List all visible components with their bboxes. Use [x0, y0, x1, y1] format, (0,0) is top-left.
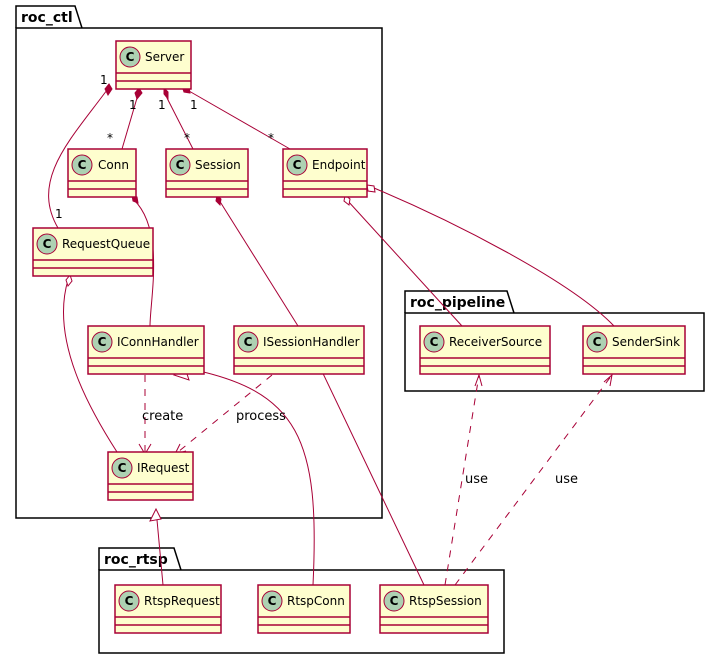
composition-diamond-icon — [134, 87, 143, 101]
class-icon — [119, 46, 141, 68]
class-icon-letter: C — [118, 461, 127, 475]
relation-endpoint-sendersink — [373, 187, 615, 327]
class-iconnhandler[interactable]: C IConnHandler — [87, 325, 205, 375]
class-name: Session — [195, 158, 241, 172]
class-icon — [423, 331, 445, 353]
class-name: Conn — [98, 158, 129, 172]
multiplicity-label: * — [184, 131, 190, 145]
class-icon — [286, 154, 308, 176]
class-server[interactable]: C Server — [115, 40, 192, 90]
relation-server-session — [166, 97, 194, 150]
class-session[interactable]: C Session — [165, 148, 249, 198]
class-icon-letter: C — [98, 335, 107, 349]
relation-rtspsession-sendersink — [454, 374, 613, 586]
multiplicity-label: 1 — [158, 98, 166, 112]
class-name: IRequest — [137, 461, 190, 475]
dependency-arrow-icon — [603, 373, 613, 387]
class-requestqueue[interactable]: C RequestQueue — [32, 227, 154, 277]
multiplicity-label: 1 — [55, 207, 63, 221]
multiplicity-label: 1 — [129, 98, 137, 112]
class-rtspsession[interactable]: C RtspSession — [379, 584, 489, 634]
relation-server-requestqueue — [48, 89, 108, 229]
class-rtspconn[interactable]: C RtspConn — [257, 584, 351, 634]
class-name: RequestQueue — [62, 237, 150, 251]
class-icon-letter: C — [78, 158, 87, 172]
class-icon-letter: C — [430, 335, 439, 349]
dependency-arrow-icon — [474, 373, 483, 387]
relation-endpoint-receiversource — [346, 199, 463, 327]
class-icon-letter: C — [390, 594, 399, 608]
relation-labels: create process use use — [142, 409, 578, 487]
class-icon — [36, 233, 58, 255]
multiplicity-label: * — [268, 131, 274, 145]
relation-label-create: create — [142, 409, 183, 424]
class-irequest[interactable]: C IRequest — [107, 451, 194, 501]
class-icon — [169, 154, 191, 176]
class-icon — [237, 331, 259, 353]
class-icon-letter: C — [293, 158, 302, 172]
inheritance-triangle-icon — [149, 507, 162, 522]
package-roc-pipeline-label: roc_pipeline — [410, 295, 505, 311]
class-conn[interactable]: C Conn — [67, 148, 137, 198]
composition-diamond-icon — [104, 83, 113, 96]
relation-label-use: use — [465, 472, 488, 487]
aggregation-diamond-icon — [366, 184, 376, 193]
multiplicity-labels: 1 1 1 * 1 * 1 * — [55, 73, 274, 221]
class-icon — [71, 154, 93, 176]
package-roc-rtsp-label: roc_rtsp — [104, 552, 168, 568]
class-name: ISessionHandler — [263, 335, 360, 349]
class-icon-letter: C — [244, 335, 253, 349]
multiplicity-label: * — [107, 131, 113, 145]
class-icon-letter: C — [126, 50, 135, 64]
class-icon — [91, 331, 113, 353]
relation-server-endpoint — [188, 90, 291, 150]
relation-rtspsession-isessionhandler — [317, 362, 425, 586]
relation-rtsprequest-irequest — [155, 508, 164, 586]
class-name: Server — [145, 50, 184, 64]
class-isessionhandler[interactable]: C ISessionHandler — [233, 325, 365, 375]
class-rtsprequest[interactable]: C RtspRequest — [114, 584, 222, 634]
class-sendersink[interactable]: C SenderSink — [582, 325, 686, 375]
relation-requestqueue-irequest — [63, 279, 118, 453]
class-icon — [586, 331, 608, 353]
composition-diamond-icon — [163, 86, 169, 101]
class-icon — [261, 590, 283, 612]
aggregation-diamond-icon — [65, 273, 73, 288]
relation-isessionhandler-irequest — [177, 374, 273, 453]
class-name: RtspConn — [287, 594, 345, 608]
relation-rtspconn-iconnhandler — [184, 367, 315, 586]
class-name: Endpoint — [312, 158, 366, 172]
multiplicity-label: 1 — [100, 73, 108, 87]
class-receiversource[interactable]: C ReceiverSource — [419, 325, 551, 375]
class-icon — [118, 590, 140, 612]
class-icon — [111, 457, 133, 479]
class-icon-letter: C — [125, 594, 134, 608]
class-icon-letter: C — [176, 158, 185, 172]
class-icon-letter: C — [593, 335, 602, 349]
class-name: ReceiverSource — [449, 335, 542, 349]
relation-label-use: use — [555, 472, 578, 487]
class-name: SenderSink — [612, 335, 680, 349]
class-name: IConnHandler — [117, 335, 199, 349]
relation-server-conn — [121, 97, 138, 150]
package-roc-ctl-label: roc_ctl — [21, 10, 73, 26]
relation-label-process: process — [236, 409, 286, 424]
class-name: RtspRequest — [144, 594, 220, 608]
class-icon — [383, 590, 405, 612]
class-endpoint[interactable]: C Endpoint — [282, 148, 368, 198]
class-icon-letter: C — [43, 237, 52, 251]
relation-session-isessionhandler — [218, 199, 299, 327]
class-icon-letter: C — [268, 594, 277, 608]
multiplicity-label: 1 — [190, 98, 198, 112]
class-name: RtspSession — [409, 594, 482, 608]
